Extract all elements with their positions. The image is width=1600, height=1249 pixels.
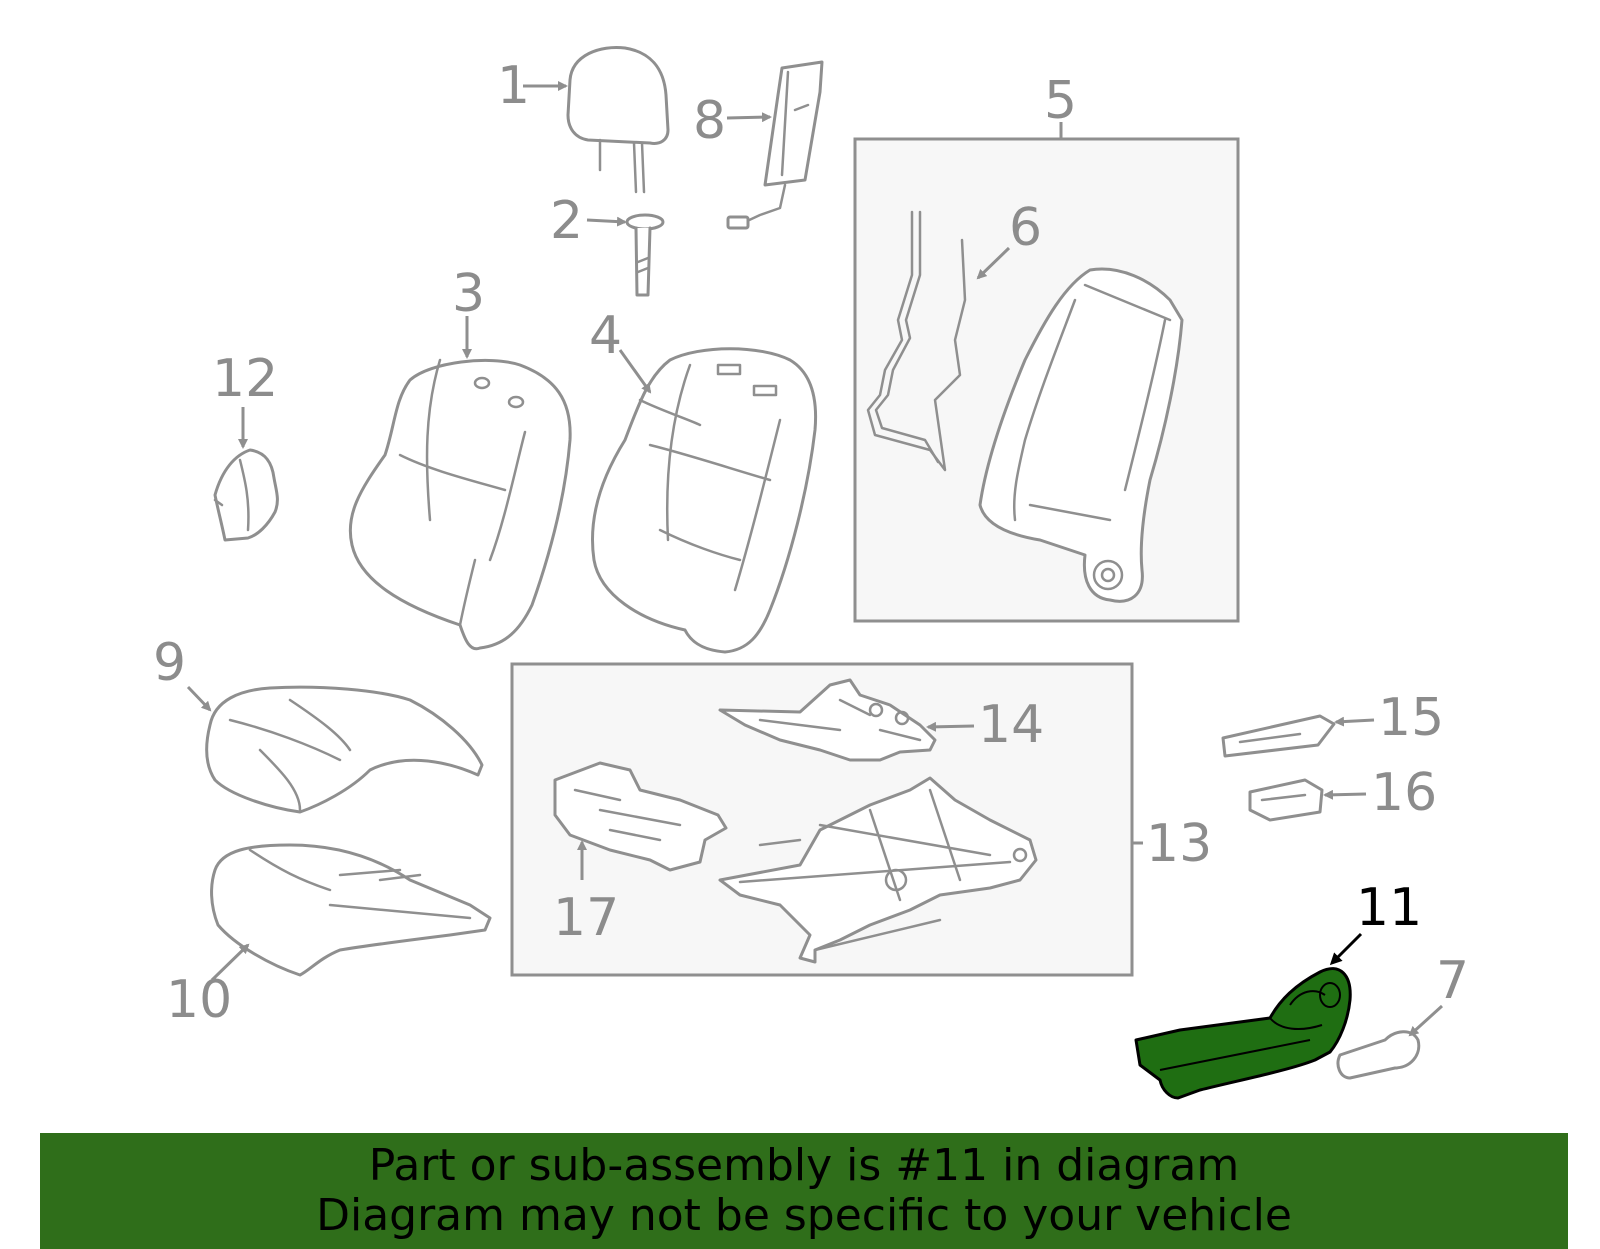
part-15-bezel: [1221, 714, 1336, 758]
part-2-guide: [625, 213, 665, 297]
part-14-bracket: [718, 678, 937, 762]
callout-16: 16: [1371, 763, 1437, 823]
callout-8: 8: [693, 91, 726, 151]
callout-12: 12: [212, 349, 278, 409]
callout-10: 10: [166, 970, 232, 1030]
part-4-seatback-pad: [590, 347, 818, 654]
callout-9: 9: [153, 633, 186, 693]
part-16-switch: [1248, 778, 1324, 822]
callout-3: 3: [452, 264, 485, 324]
callout-14: 14: [978, 695, 1044, 755]
part-10-cushion-pad: [210, 843, 492, 977]
part-7-knob: [1336, 1030, 1421, 1080]
part-1-headrest: [566, 45, 670, 194]
part-3-seatback-cover: [348, 358, 572, 651]
callout-2: 2: [550, 191, 583, 251]
part-9-cushion-cover: [205, 685, 484, 814]
part-12-trim: [213, 448, 279, 542]
part-13-adjuster: [718, 776, 1038, 964]
callout-17: 17: [553, 888, 619, 948]
footer-banner: Part or sub-assembly is #11 in diagram D…: [40, 1133, 1568, 1249]
callout-4: 4: [589, 306, 622, 366]
callout-15: 15: [1378, 688, 1444, 748]
callout-13: 13: [1146, 814, 1212, 874]
part-8-airbag: [726, 60, 824, 230]
footer-line-1: Part or sub-assembly is #11 in diagram: [368, 1140, 1240, 1191]
footer-line-2: Diagram may not be specific to your vehi…: [316, 1190, 1292, 1241]
part-11-side-shield-highlighted: [1134, 967, 1352, 1100]
part-6-spring: [866, 210, 967, 472]
callout-11-highlighted: 11: [1356, 878, 1422, 938]
part-5-frame: [978, 267, 1184, 603]
callout-6: 6: [1009, 198, 1042, 258]
callout-5: 5: [1044, 71, 1077, 131]
callout-7: 7: [1436, 951, 1469, 1011]
